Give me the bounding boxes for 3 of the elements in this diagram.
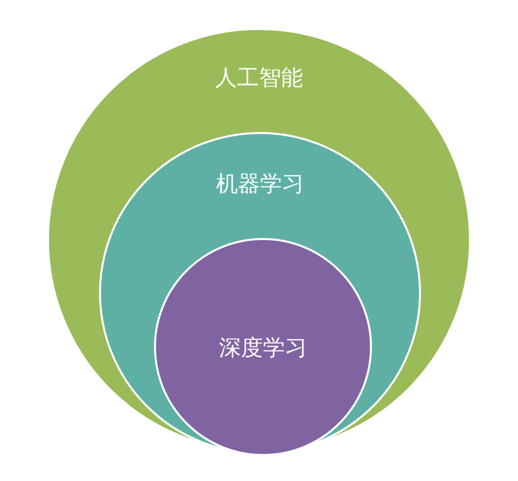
circle-label: 机器学习	[216, 172, 304, 198]
circle-label: 深度学习	[219, 336, 307, 362]
circle-label: 人工智能	[215, 66, 303, 92]
